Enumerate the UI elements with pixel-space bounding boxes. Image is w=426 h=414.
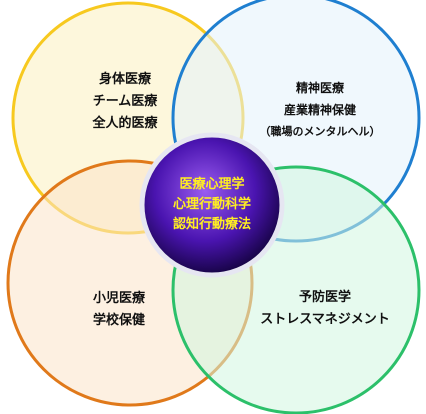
circle-center — [139, 132, 285, 278]
bottom-left-label-1: 小児医療 — [92, 291, 145, 306]
center-label-3: 認知行動療法 — [172, 217, 251, 232]
top-right-labels: 精神医療 産業精神保健 （職場のメンタルヘル） — [245, 77, 395, 143]
top-left-label-2: チーム医療 — [92, 94, 158, 109]
top-left-label-1: 身体医療 — [98, 72, 151, 87]
top-left-label-3: 全人的医療 — [92, 116, 158, 131]
top-right-label-3: （職場のメンタルヘル） — [259, 125, 381, 138]
bottom-right-labels: 予防医学 ストレスマネジメント — [240, 287, 410, 331]
center-label-1: 医療心理学 — [179, 177, 245, 192]
bottom-right-label-1: 予防医学 — [298, 290, 351, 305]
top-right-label-1: 精神医療 — [295, 81, 344, 95]
bottom-left-labels: 小児医療 学校保健 — [49, 288, 189, 332]
top-right-label-2: 産業精神保健 — [283, 103, 356, 117]
top-left-labels: 身体医療 チーム医療 全人的医療 — [50, 69, 200, 135]
bottom-left-label-2: 学校保健 — [92, 313, 145, 328]
center-labels: 医療心理学 心理行動科学 認知行動療法 — [152, 175, 272, 235]
center-label-2: 心理行動科学 — [172, 197, 251, 212]
bottom-right-label-2: ストレスマネジメント — [260, 312, 390, 327]
